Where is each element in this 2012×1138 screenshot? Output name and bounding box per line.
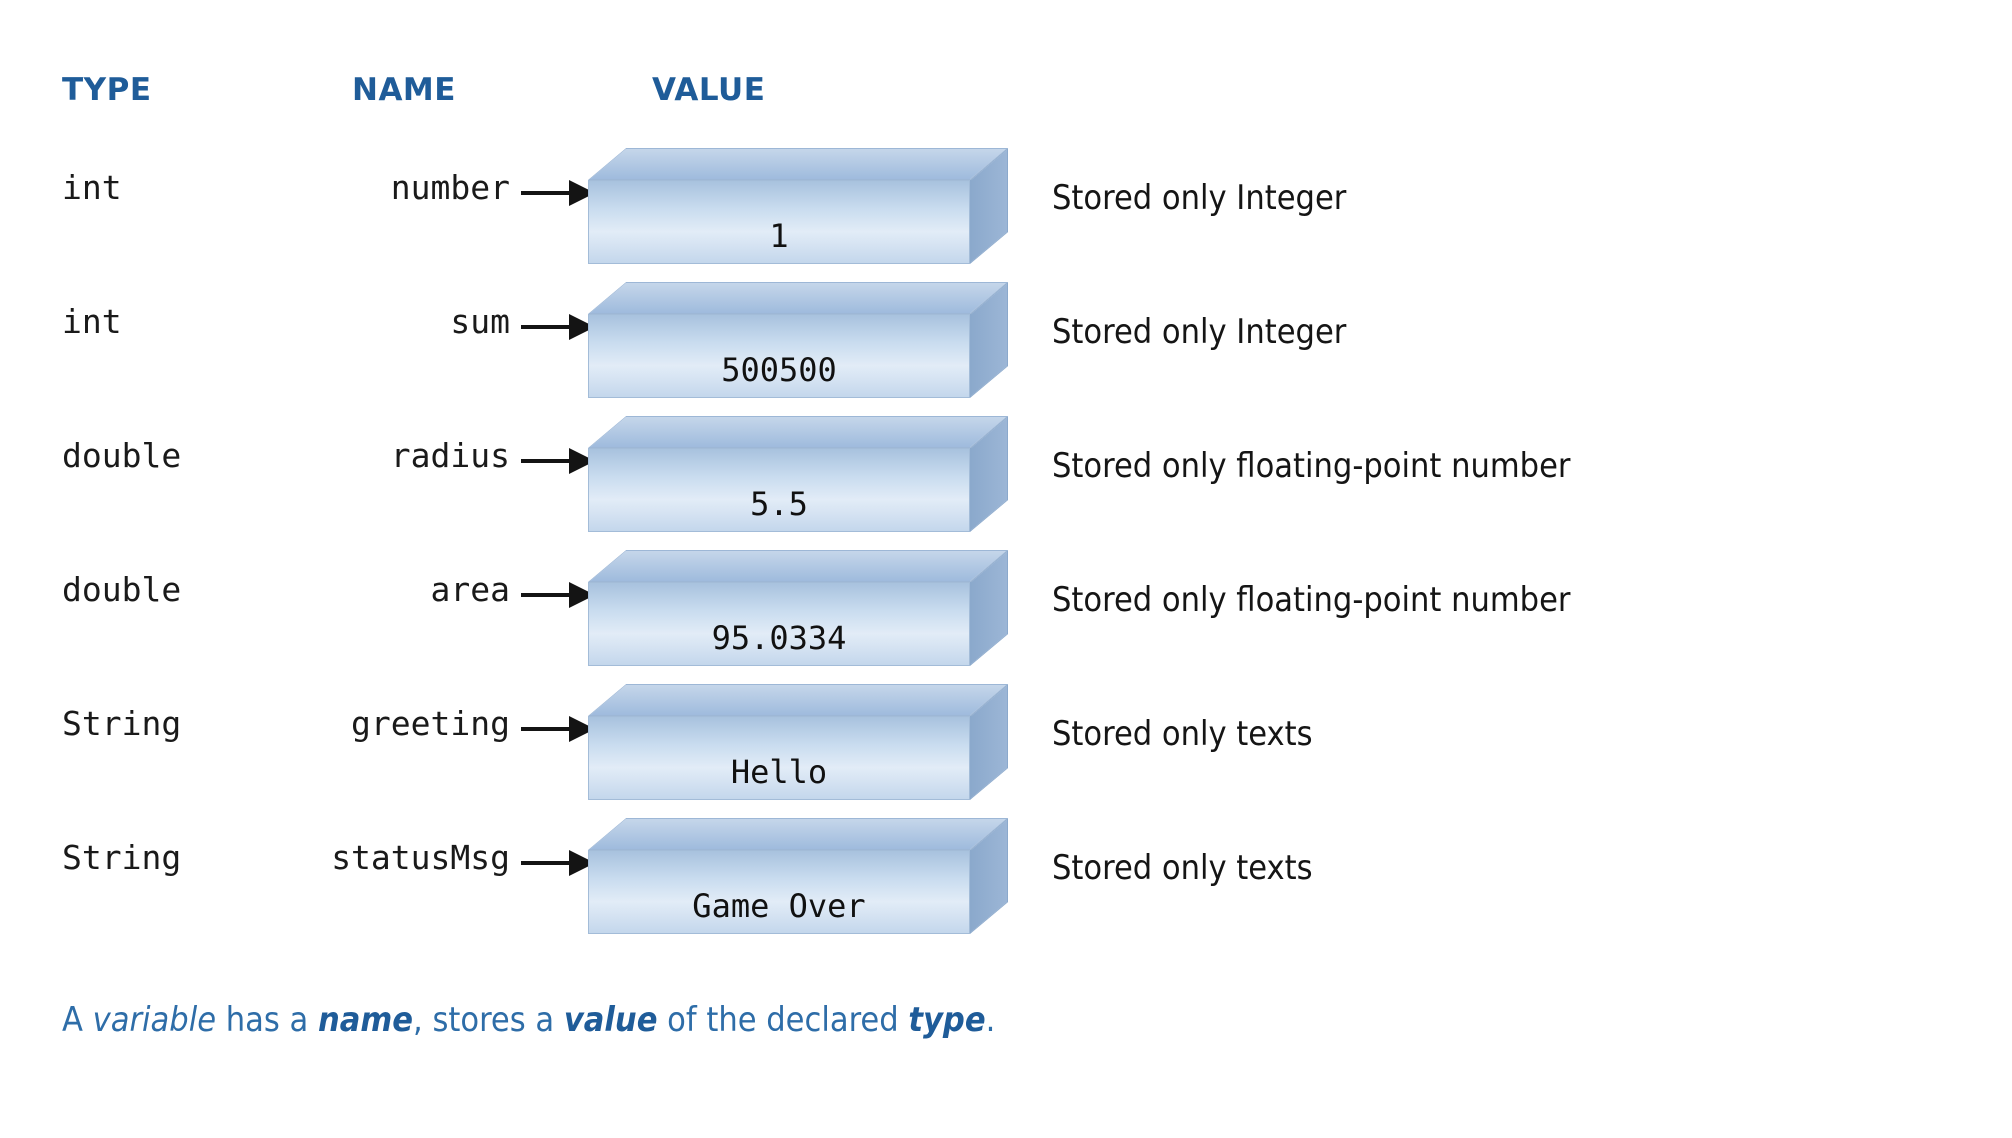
variable-row: int number 1 Stored only Integer xyxy=(0,140,2012,270)
value-box: 95.0334 xyxy=(588,550,1009,666)
value-box: Hello xyxy=(588,684,1009,800)
variable-type: String xyxy=(62,704,182,743)
value-box: 1 xyxy=(588,148,1009,264)
variable-value: 1 xyxy=(769,217,789,255)
value-box: 5.5 xyxy=(588,416,1009,532)
value-box-top-face xyxy=(588,684,1009,716)
variable-type: double xyxy=(62,436,182,475)
arrow-shaft xyxy=(521,727,573,731)
column-header-value: VALUE xyxy=(652,72,766,108)
caption-emphasis-value: value xyxy=(563,1000,658,1040)
arrow-icon xyxy=(521,180,595,206)
variable-description: Stored only Integer xyxy=(1052,178,1347,218)
variable-name: sum xyxy=(450,302,510,341)
arrow-shaft xyxy=(521,191,573,195)
variable-name: greeting xyxy=(351,704,510,743)
value-box-top-face xyxy=(588,818,1009,850)
caption-part-3: , stores a xyxy=(413,1000,564,1040)
arrow-shaft xyxy=(521,325,573,329)
variable-description: Stored only texts xyxy=(1052,714,1313,754)
value-box-front-face: 95.0334 xyxy=(588,582,970,666)
arrow-icon xyxy=(521,716,595,742)
caption: A variable has a name, stores a value of… xyxy=(62,1000,995,1040)
caption-part-1: A xyxy=(62,1000,93,1040)
variable-type: int xyxy=(62,168,122,207)
value-box-top-face xyxy=(588,416,1009,448)
arrow-shaft xyxy=(521,459,573,463)
variable-description: Stored only floating-point number xyxy=(1052,446,1571,486)
variable-description: Stored only Integer xyxy=(1052,312,1347,352)
caption-emphasis-variable: variable xyxy=(92,1000,217,1040)
value-box-top-face xyxy=(588,550,1009,582)
variable-name: radius xyxy=(390,436,510,475)
value-box-front-face: Game Over xyxy=(588,850,970,934)
caption-emphasis-type: type xyxy=(908,1000,986,1040)
column-headers: TYPE NAME VALUE xyxy=(0,72,2012,120)
arrow-icon xyxy=(521,850,595,876)
variable-value: 95.0334 xyxy=(711,619,847,657)
variable-value: Hello xyxy=(730,753,828,791)
variable-row: int sum 500500 Stored only Integer xyxy=(0,274,2012,404)
value-box-front-face: 1 xyxy=(588,180,970,264)
value-box: 500500 xyxy=(588,282,1009,398)
variable-value: 5.5 xyxy=(750,485,808,523)
variable-name: area xyxy=(430,570,510,609)
value-box-front-face: 5.5 xyxy=(588,448,970,532)
value-box-top-face xyxy=(588,148,1009,180)
value-box-front-face: 500500 xyxy=(588,314,970,398)
variable-row: double area 95.0334 Stored only floating-po… xyxy=(0,542,2012,672)
caption-part-2: has a xyxy=(216,1000,318,1040)
value-box-top-face xyxy=(588,282,1009,314)
variable-type: int xyxy=(62,302,122,341)
caption-part-5: . xyxy=(985,1000,996,1040)
column-header-type: TYPE xyxy=(62,72,152,108)
variable-name: number xyxy=(390,168,510,207)
variable-description: Stored only floating-point number xyxy=(1052,580,1571,620)
arrow-shaft xyxy=(521,593,573,597)
variable-type: double xyxy=(62,570,182,609)
variable-value: 500500 xyxy=(721,351,837,389)
variable-type: String xyxy=(62,838,182,877)
arrow-shaft xyxy=(521,861,573,865)
arrow-icon xyxy=(521,448,595,474)
variable-description: Stored only texts xyxy=(1052,848,1313,888)
variable-row: double radius 5.5 Stored only floating-poin… xyxy=(0,408,2012,538)
variable-name: statusMsg xyxy=(331,838,510,877)
variable-value: Game Over xyxy=(692,887,866,925)
caption-part-4: of the declared xyxy=(657,1000,909,1040)
value-box-front-face: Hello xyxy=(588,716,970,800)
arrow-icon xyxy=(521,314,595,340)
arrow-icon xyxy=(521,582,595,608)
column-header-name: NAME xyxy=(352,72,456,108)
value-box: Game Over xyxy=(588,818,1009,934)
caption-emphasis-name: name xyxy=(318,1000,414,1040)
